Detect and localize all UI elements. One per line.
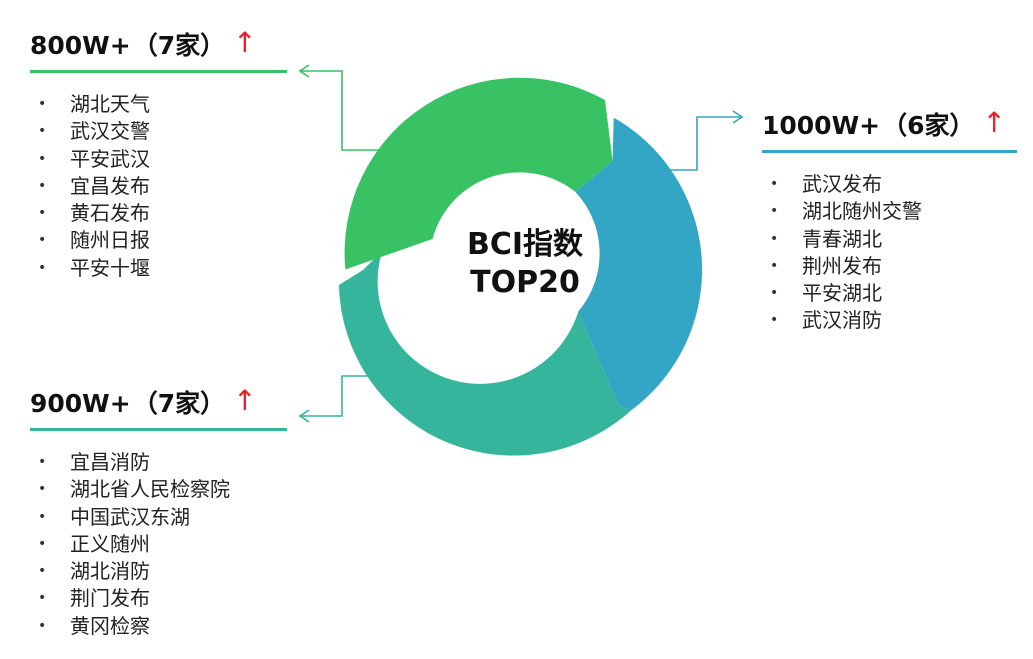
list-item: 青春湖北 — [770, 226, 922, 254]
list-item: 武汉交警 — [38, 118, 150, 146]
list-item: 湖北随州交警 — [770, 198, 922, 226]
connector-left-bottom — [300, 375, 378, 417]
list-item: 正义随州 — [38, 531, 230, 559]
group-900w-list: 宜昌消防 湖北省人民检察院 中国武汉东湖 正义随州 湖北消防 荆门发布 黄冈检察 — [38, 449, 230, 640]
group-800w-heading: 800W+（7家）↑ — [30, 26, 257, 61]
group-1000w-list: 武汉发布 湖北随州交警 青春湖北 荆州发布 平安湖北 武汉消防 — [770, 171, 922, 335]
list-item: 荆门发布 — [38, 585, 230, 613]
group-800w-underline — [30, 70, 287, 73]
list-item: 湖北天气 — [38, 91, 150, 119]
group-1000w-heading: 1000W+（6家）↑ — [762, 106, 1006, 141]
list-item: 宜昌消防 — [38, 449, 230, 477]
group-900w-label: 900W+ — [30, 389, 131, 418]
connector-left-top — [300, 70, 388, 151]
cycle-segment-teal — [338, 251, 632, 456]
group-1000w-underline — [762, 150, 1017, 153]
red-up-arrow-icon: ↑ — [233, 384, 257, 417]
list-item: 宜昌发布 — [38, 173, 150, 201]
cycle-segment-green — [344, 77, 613, 270]
group-1000w-count: （6家） — [882, 111, 975, 140]
red-up-arrow-icon: ↑ — [233, 26, 257, 59]
list-item: 武汉消防 — [770, 307, 922, 335]
red-up-arrow-icon: ↑ — [982, 106, 1006, 139]
list-item: 随州日报 — [38, 227, 150, 255]
group-800w-count: （7家） — [132, 31, 226, 60]
connector-right — [663, 116, 742, 171]
center-title: BCI指数 — [466, 227, 584, 262]
group-900w-count: （7家） — [132, 389, 226, 418]
list-item: 平安武汉 — [38, 146, 150, 174]
list-item: 平安十堰 — [38, 255, 150, 283]
list-item: 武汉发布 — [770, 171, 922, 199]
center-subtitle: TOP20 — [470, 265, 580, 300]
arrowhead-left-bottom — [298, 409, 310, 423]
arrowhead-left-top — [298, 64, 310, 78]
arrowhead-right — [732, 110, 744, 124]
group-900w-heading: 900W+（7家）↑ — [30, 384, 257, 419]
list-item: 荆州发布 — [770, 253, 922, 281]
center-label: BCI指数 TOP20 — [440, 226, 610, 302]
group-900w-underline — [30, 428, 287, 431]
group-800w-list: 湖北天气 武汉交警 平安武汉 宜昌发布 黄石发布 随州日报 平安十堰 — [38, 91, 150, 282]
list-item: 中国武汉东湖 — [38, 504, 230, 532]
list-item: 黄冈检察 — [38, 613, 230, 641]
list-item: 湖北省人民检察院 — [38, 476, 230, 504]
group-800w-label: 800W+ — [30, 31, 131, 60]
list-item: 黄石发布 — [38, 200, 150, 228]
list-item: 平安湖北 — [770, 280, 922, 308]
group-1000w-label: 1000W+ — [762, 111, 881, 140]
list-item: 湖北消防 — [38, 558, 230, 586]
cycle-segment-blue — [575, 117, 703, 410]
